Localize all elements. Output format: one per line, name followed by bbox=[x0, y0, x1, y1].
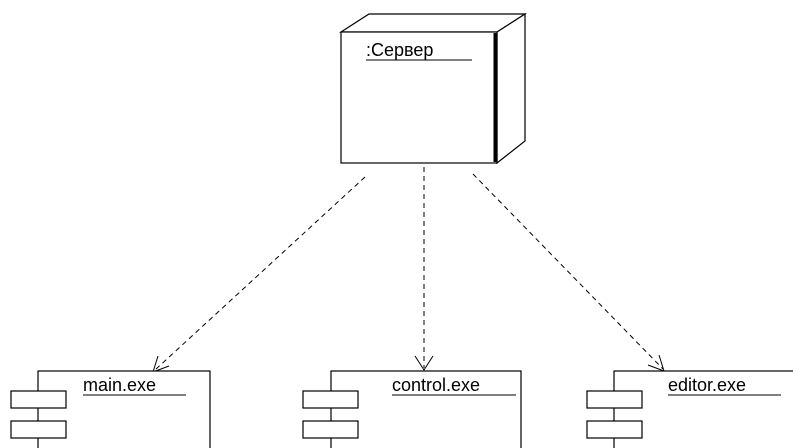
server-node-top-face bbox=[338, 13, 528, 33]
dependency-arrows bbox=[152, 167, 665, 373]
arrowhead-main bbox=[152, 355, 170, 373]
component-label-editor: editor.exe bbox=[668, 375, 746, 395]
arrowhead-control bbox=[414, 355, 434, 371]
server-node-front-face bbox=[340, 31, 498, 164]
arrowhead-editor bbox=[647, 354, 665, 372]
server-node[interactable]: :Сервер bbox=[338, 12, 528, 165]
component-control-exe[interactable]: control.exe bbox=[302, 370, 522, 448]
component-body bbox=[330, 370, 522, 448]
component-port-lower bbox=[302, 420, 359, 439]
server-node-side-face bbox=[496, 12, 526, 165]
component-port-lower bbox=[10, 420, 67, 439]
component-main-exe[interactable]: main.exe bbox=[10, 370, 211, 448]
component-port-upper bbox=[586, 390, 643, 409]
component-port-upper bbox=[10, 390, 67, 409]
component-label-main: main.exe bbox=[83, 375, 156, 395]
server-node-label: :Сервер bbox=[366, 40, 433, 60]
component-body bbox=[613, 370, 793, 448]
component-port-upper bbox=[302, 390, 359, 409]
component-label-control: control.exe bbox=[392, 375, 480, 395]
component-body bbox=[37, 370, 211, 448]
component-port-lower bbox=[586, 420, 643, 439]
dependency-arrow-editor bbox=[472, 173, 664, 370]
component-editor-exe[interactable]: editor.exe bbox=[586, 370, 793, 448]
dependency-arrow-main bbox=[154, 176, 366, 371]
